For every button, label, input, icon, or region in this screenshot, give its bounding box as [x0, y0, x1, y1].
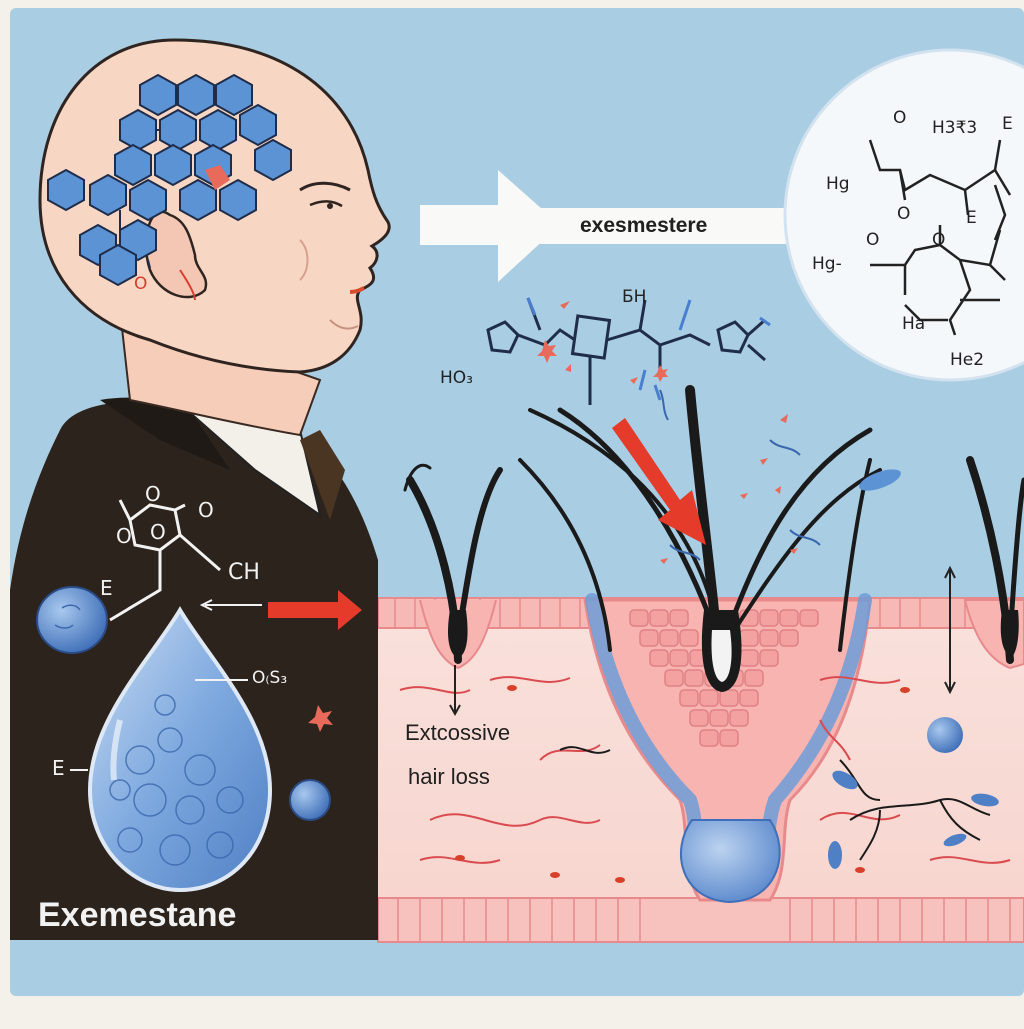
red-arrow-icon: [268, 590, 362, 630]
chem-label: O: [866, 230, 880, 250]
blue-cell-right: [927, 717, 963, 753]
hair-loss-line2: hair loss: [408, 764, 490, 789]
chem-label: O: [145, 482, 161, 506]
person: [10, 38, 391, 940]
mid-molecule: [486, 297, 766, 405]
red-arrow-into-follicle: [612, 418, 706, 545]
arrow-label-band: [540, 208, 790, 244]
chem-label: O: [893, 108, 907, 128]
chem-label: HO₃: [440, 368, 473, 388]
chem-label: O: [932, 230, 946, 250]
chem-label: Hg-: [812, 254, 842, 274]
chem-label: CH: [228, 560, 260, 585]
chem-label: E: [100, 576, 113, 600]
chem-label: O: [134, 274, 148, 294]
hair-loss-line1: Extcossive: [405, 720, 511, 745]
coat-spheres: [36, 586, 331, 821]
chem-label: He2: [950, 350, 985, 370]
red-bond: [205, 165, 230, 190]
chem-label: E: [1002, 114, 1013, 134]
skin-cross-section: [377, 593, 1024, 943]
white-right-arrow-icon: [420, 170, 560, 282]
chem-label: E: [966, 208, 977, 228]
chem-label: O: [897, 204, 911, 224]
chem-label: Hg: [826, 174, 850, 194]
follicle-bulb: [679, 819, 781, 904]
chem-label: E: [52, 756, 65, 780]
chem-label: ƂH: [622, 287, 647, 307]
molecule-bubble: [783, 48, 1024, 382]
bottom-left-name: Exemestane: [38, 896, 237, 934]
chem-label: H3₹3: [932, 118, 978, 138]
chem-label: O: [150, 520, 166, 544]
bottom-cell-strip: [377, 897, 1024, 943]
coat-structure: [109, 499, 221, 622]
arrow-label: exesmestere: [580, 214, 708, 237]
chem-label: O: [116, 524, 132, 548]
chem-label: O: [198, 498, 214, 522]
hair-roots: [447, 610, 1019, 692]
molecule-hex-cluster-icon: [47, 73, 292, 287]
chem-label: O₍S₃: [252, 668, 288, 688]
star-burst: [308, 705, 333, 732]
chem-label: Ha: [902, 314, 926, 334]
sparks: [537, 301, 798, 564]
